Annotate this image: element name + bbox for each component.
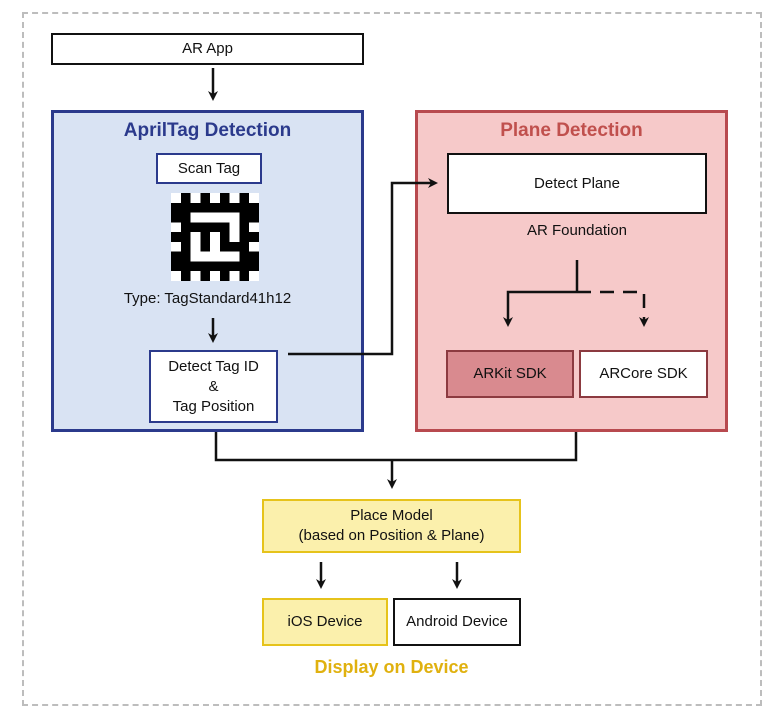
tag-type-label: Type: TagStandard41h12 bbox=[123, 290, 292, 307]
place-model-box: Place Model (based on Position & Plane) bbox=[262, 499, 521, 553]
arkit-sdk-box: ARKit SDK bbox=[446, 350, 574, 398]
place-model-line1: Place Model bbox=[350, 507, 433, 524]
detect-plane-label: Detect Plane bbox=[534, 174, 620, 192]
display-on-device-caption: Display on Device bbox=[314, 657, 469, 677]
scan-tag-label: Scan Tag bbox=[177, 159, 241, 177]
arrow-foundation-to-arcore bbox=[577, 290, 649, 327]
detect-tag-line1: Detect Tag ID bbox=[168, 357, 259, 375]
place-model-line2: (based on Position & Plane) bbox=[298, 527, 485, 544]
arrow-foundation-to-arkit bbox=[503, 290, 577, 327]
outer-frame bbox=[22, 12, 762, 706]
android-device-box: Android Device bbox=[393, 598, 521, 646]
android-device-label: Android Device bbox=[406, 613, 508, 630]
ar-app-label: AR App bbox=[182, 40, 233, 57]
apriltag-marker-image bbox=[171, 193, 259, 281]
detect-plane-box: Detect Plane bbox=[447, 153, 707, 214]
ar-app-box: AR App bbox=[51, 33, 364, 65]
ar-foundation-label: AR Foundation bbox=[526, 222, 628, 239]
line-apriltag-merge bbox=[214, 432, 578, 462]
ios-device-label: iOS Device bbox=[287, 613, 363, 630]
scan-tag-box: Scan Tag bbox=[156, 153, 262, 184]
arcore-sdk-label: ARCore SDK bbox=[599, 365, 688, 382]
plane-title: Plane Detection bbox=[500, 120, 643, 141]
arrow-tag-to-plane bbox=[288, 178, 438, 356]
arcore-sdk-box: ARCore SDK bbox=[579, 350, 708, 398]
ios-device-box: iOS Device bbox=[262, 598, 388, 646]
detect-tag-line3: Tag Position bbox=[172, 397, 255, 415]
arkit-sdk-label: ARKit SDK bbox=[473, 365, 547, 382]
detect-tag-box: Detect Tag ID & Tag Position bbox=[149, 350, 278, 423]
detect-tag-line2: & bbox=[208, 377, 219, 395]
apriltag-title: AprilTag Detection bbox=[123, 120, 292, 141]
